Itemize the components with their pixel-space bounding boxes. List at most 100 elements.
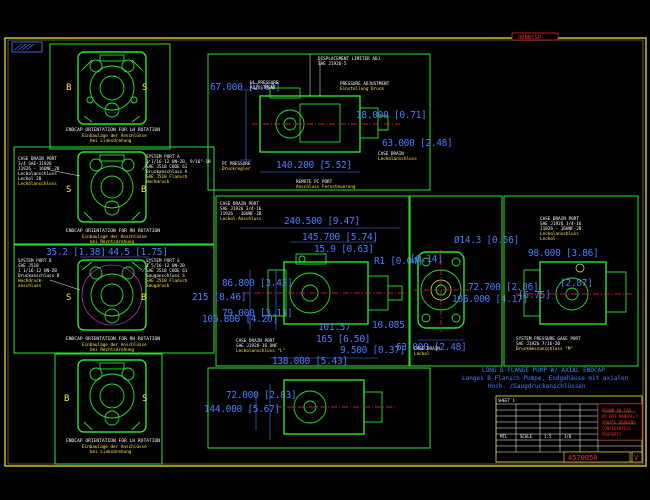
view-bottom-left: B S ENDCAP ORIENTATION FOR LH ROTATION E…: [54, 353, 163, 465]
port-s-label: S: [66, 293, 71, 303]
dim-r: [0.14]: [410, 254, 443, 265]
svg-text:UPDATE DRAWING: UPDATE DRAWING: [602, 420, 636, 425]
svg-text:CASE DRAIN: CASE DRAIN: [378, 151, 404, 157]
svg-text:SAE J518 Flansch: SAE J518 Flansch: [146, 174, 188, 180]
svg-text:Druckanschluss A: Druckanschluss A: [146, 169, 188, 175]
title-de-2: Hoch- /Saugdruckanschlüssen: [488, 383, 586, 390]
svg-text:Druckmessanschluss "M": Druckmessanschluss "M": [516, 346, 573, 352]
dim-length: 140.200 [5.52]: [276, 160, 352, 171]
svg-text:Leckolanschluss: Leckolanschluss: [540, 231, 579, 237]
svg-text:DO NOT MANUALLY: DO NOT MANUALLY: [602, 414, 639, 419]
dim-k: 9.500 [0.37]: [340, 345, 405, 356]
view-frame: [207, 367, 431, 449]
dim-a: 240.500 [9.47]: [284, 216, 360, 227]
view-frame: [409, 195, 503, 367]
view-subcaption-2: bei Linksdrehung: [90, 449, 132, 455]
svg-text:SAE J1926-16 UNF: SAE J1926-16 UNF: [236, 343, 278, 349]
view-frame: [13, 146, 215, 245]
view-top-left: B S ENDCAP ORIENTATION FOR LH ROTATION E…: [49, 43, 171, 150]
svg-text:Einstellung Druck: Einstellung Druck: [340, 86, 384, 92]
view-caption: ENDCAP ORIENTATION FOR LH ROTATION: [66, 438, 160, 444]
svg-text:CASE DRAIN: CASE DRAIN: [414, 346, 440, 352]
view-subcaption-1: Einbaulage der Anschlüsse: [82, 234, 147, 240]
svg-text:Hochdruck: Hochdruck: [146, 179, 170, 185]
svg-text:J1926 - 16UNF-2B: J1926 - 16UNF-2B: [220, 211, 262, 217]
svg-text:J1926 - 16UNF-2B: J1926 - 16UNF-2B: [540, 226, 582, 232]
dim-c: 15.9 [0.63]: [314, 244, 374, 255]
svg-text:CASE DRAIN PORT: CASE DRAIN PORT: [18, 156, 57, 162]
view-end: Ø14.3 [0.56] 72.700 [2.86] 106.000 [4.17…: [396, 195, 539, 367]
dim-right-1: 18.000 [0.71]: [356, 110, 426, 121]
corner-badge-hatch: [13, 43, 35, 51]
view-subcaption-1: Einbaulage der Anschlüsse: [82, 342, 147, 348]
view-caption: ENDCAP ORIENTATION FOR RH ROTATION: [66, 336, 160, 342]
svg-text:CONFIDENTIAL: CONFIDENTIAL: [602, 426, 631, 431]
svg-text:Leckölanschluss: Leckölanschluss: [18, 181, 57, 187]
svg-text:Leckol-Anschluss: Leckol-Anschluss: [220, 216, 262, 222]
svg-text:SAE J518 Flansch: SAE J518 Flansch: [146, 278, 188, 284]
svg-text:DISPLACEMENT LIMITER ADJ: DISPLACEMENT LIMITER ADJ: [318, 56, 380, 62]
svg-text:anschluss: anschluss: [18, 283, 42, 289]
svg-text:1/8: 1/8: [564, 434, 572, 439]
svg-text:SAE J1926 3/4-16: SAE J1926 3/4-16: [220, 206, 262, 212]
svg-text:CASE DRAIN PORT: CASE DRAIN PORT: [236, 338, 275, 344]
view-right: CASE DRAIN PORT SAE J1926 3/4-16 J1926 -…: [503, 195, 639, 367]
view-subcaption-1: Einbaulage der Anschlüsse: [82, 133, 147, 139]
svg-text:Leckolanschluss: Leckolanschluss: [378, 156, 417, 162]
port-b-label: B: [141, 293, 146, 303]
dim-top-2: 44.5 [1.75]: [108, 247, 168, 258]
view-frame: [13, 244, 215, 354]
view-top-side: 67.000 [2.64] UL PRESSURE ADJUSTMENT DIS…: [207, 53, 453, 191]
dim-a: 98.000 [3.86]: [528, 248, 598, 259]
view-bottom-side: 72.000 [2.83] 144.000 [5.67]: [204, 367, 431, 449]
leader-notes-right: SYSTEM PORT S 1 5/16-12 UN-2B SAE J518 C…: [141, 258, 188, 289]
svg-text:SYSTEM PORT S: SYSTEM PORT S: [146, 258, 180, 264]
dim-j: 165 [6.50]: [316, 334, 370, 345]
svg-text:SAE J518 CODE 61: SAE J518 CODE 61: [146, 268, 188, 274]
svg-text:PC PRESSURE: PC PRESSURE: [222, 161, 251, 167]
title-block: SHEET 1 DRAWN ON CAD DO NOT MANUALLY UPD…: [495, 395, 643, 463]
dim-l: 138.000 [5.43]: [272, 356, 348, 367]
svg-text:Sauganschluss S: Sauganschluss S: [146, 273, 185, 279]
svg-text:SAE J1926-5: SAE J1926-5: [318, 61, 347, 67]
part-number: 4570050: [568, 454, 598, 462]
view-mid-lower-left: 35.2 [1.38] 44.5 [1.75] S B SYSTEM PORT …: [13, 244, 215, 354]
dim-w: 72.700 [2.86]: [468, 282, 538, 293]
view-subcaption-2: bei Linksdrehung: [90, 138, 132, 144]
view-frame: [215, 195, 410, 367]
svg-text:1:5: 1:5: [544, 434, 552, 439]
svg-text:CASE DRAIN PORT: CASE DRAIN PORT: [220, 201, 259, 207]
port-b-label: B: [66, 83, 71, 93]
svg-text:SAE J1926 3/4-16: SAE J1926 3/4-16: [540, 221, 582, 227]
view-main-side: CASE DRAIN PORT SAE J1926 3/4-16 J1926 -…: [192, 195, 423, 367]
view-frame: [503, 195, 639, 367]
svg-text:Leckolanschluss "L": Leckolanschluss "L": [236, 348, 285, 354]
svg-text:CASE DRAIN PORT: CASE DRAIN PORT: [540, 216, 579, 222]
corner-badge: [11, 41, 43, 53]
drawing-title: LONG B-FLANGE PUMP W/ AXIAL ENDCAP Lange…: [462, 367, 629, 390]
top-number-box: [511, 32, 559, 41]
title-en: LONG B-FLANGE PUMP W/ AXIAL ENDCAP: [482, 367, 605, 374]
dim-right-2: 63.000 [2.48]: [382, 138, 452, 149]
view-frame: [54, 353, 163, 465]
leader-notes-left: SYSTEM PORT B SAE J518 1 1/16-12 UN-2B D…: [18, 258, 81, 291]
svg-text:Druckanschluss B: Druckanschluss B: [18, 273, 60, 279]
port-b-label: B: [64, 394, 69, 404]
svg-text:SYSTEM PORT B: SYSTEM PORT B: [18, 258, 52, 264]
dim-g: 106.800 [4.20]: [202, 314, 278, 325]
svg-text:SAE J1926 7/16-20: SAE J1926 7/16-20: [516, 341, 560, 347]
dim-top-1: 35.2 [1.38]: [46, 247, 106, 258]
drawing-border: [4, 37, 647, 467]
port-s-label: S: [66, 185, 71, 195]
sheet-label: SHEET 1: [498, 398, 515, 403]
title-de-1: Langes B-Flansch Pumpe, Endgehäuse mit a…: [462, 375, 629, 382]
dim-r: R1 [0.04]: [374, 256, 423, 267]
svg-text:SAE J518 CODE 61: SAE J518 CODE 61: [146, 164, 188, 170]
view-caption: ENDCAP ORIENTATION FOR RH ROTATION: [66, 228, 160, 234]
view-frame: [207, 53, 431, 191]
dim-d: 86.800 [3.42]: [222, 278, 292, 289]
svg-text:DRAWN ON CAD: DRAWN ON CAD: [602, 408, 631, 413]
leader-notes-right: SYSTEM PORT A 1 1/16-12 UN-2B, 9/16"-18 …: [141, 154, 211, 185]
